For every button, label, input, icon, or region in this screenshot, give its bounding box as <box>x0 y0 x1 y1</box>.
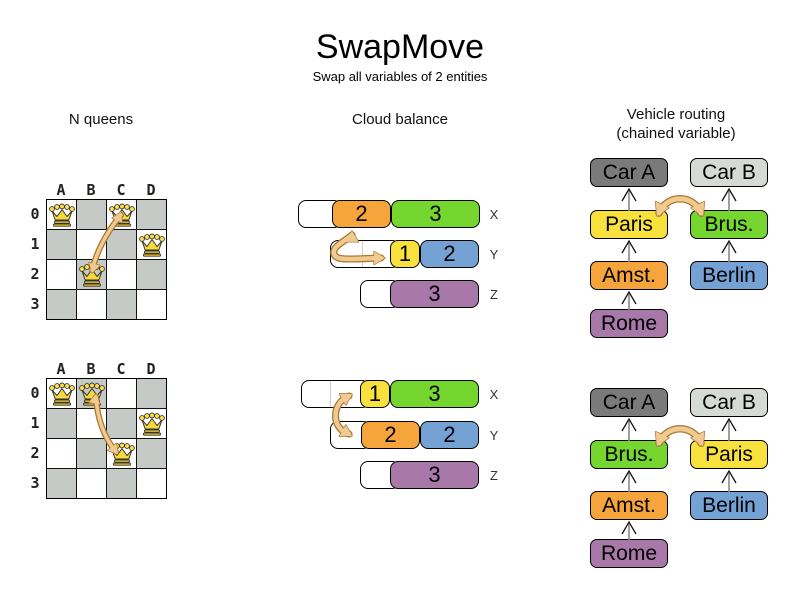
row-label: 3 <box>30 474 40 492</box>
row-label: 2 <box>30 265 40 283</box>
cloud-task-segment: 3 <box>391 200 480 228</box>
board-cell <box>136 199 167 230</box>
column-label: B <box>86 181 96 199</box>
cloud-task-segment: 1 <box>390 240 420 268</box>
column-label: A <box>56 181 66 199</box>
row-label: 0 <box>30 384 40 402</box>
cloud-row-label: Z <box>490 287 498 302</box>
queen-icon <box>48 203 76 232</box>
routing-node: Car B <box>690 158 768 187</box>
vehicle-routing-header-line2: (chained variable) <box>616 125 736 142</box>
row-label: 3 <box>30 295 40 313</box>
queen-icon <box>78 382 106 411</box>
routing-node: Paris <box>590 210 668 239</box>
segment-divider <box>330 381 331 407</box>
routing-node: Brus. <box>690 210 768 239</box>
figure-title: SwapMove <box>315 28 485 66</box>
cloud-balance-header: Cloud balance <box>352 111 448 128</box>
board-cell <box>106 289 137 320</box>
vehicle-routing-header-line1: Vehicle routing <box>626 106 726 123</box>
cloud-row-label: Z <box>490 468 498 483</box>
nqueens-board <box>46 378 167 499</box>
segment-divider <box>362 241 363 267</box>
cloud-row-label: X <box>489 207 499 222</box>
routing-node: Amst. <box>590 261 668 290</box>
queen-icon <box>78 263 106 292</box>
cloud-task-segment: 2 <box>361 421 420 449</box>
routing-node: Brus. <box>590 440 668 469</box>
queen-icon <box>48 382 76 411</box>
row-label: 0 <box>30 205 40 223</box>
vehicle-routing-header: Vehicle routing (chained variable) <box>596 105 756 143</box>
routing-node: Car A <box>590 388 668 417</box>
nqueens-header: N queens <box>68 111 134 128</box>
cloud-task-segment: 1 <box>360 380 390 408</box>
board-cell <box>136 438 167 469</box>
routing-node: Berlin <box>690 491 768 520</box>
routing-node: Rome <box>590 309 668 338</box>
row-label: 1 <box>30 414 40 432</box>
nqueens-board <box>46 199 167 320</box>
column-label: D <box>146 360 156 378</box>
row-label: 1 <box>30 235 40 253</box>
routing-node: Paris <box>690 440 768 469</box>
row-label: 2 <box>30 444 40 462</box>
board-cell <box>136 259 167 290</box>
cloud-task-segment: 2 <box>332 200 391 228</box>
queen-icon <box>138 412 166 441</box>
figure-subtitle: Swap all variables of 2 entities <box>312 69 488 84</box>
routing-node: Rome <box>590 539 668 568</box>
column-label: A <box>56 360 66 378</box>
board-cell <box>136 289 167 320</box>
cloud-task-segment: 3 <box>390 461 479 489</box>
cloud-task-segment: 2 <box>420 240 479 268</box>
routing-node: Car A <box>590 158 668 187</box>
queen-icon <box>108 442 136 471</box>
queen-icon <box>138 233 166 262</box>
cloud-task-segment: 2 <box>420 421 479 449</box>
cloud-task-segment: 3 <box>390 380 479 408</box>
column-label: B <box>86 360 96 378</box>
cloud-row-label: Y <box>489 428 499 443</box>
column-label: C <box>116 181 126 199</box>
cloud-row-label: Y <box>489 247 499 262</box>
cloud-row-label: X <box>489 387 499 402</box>
column-label: D <box>146 181 156 199</box>
cloud-task-segment: 3 <box>390 280 479 308</box>
queen-icon <box>108 203 136 232</box>
routing-node: Amst. <box>590 491 668 520</box>
routing-node: Berlin <box>690 261 768 290</box>
column-label: C <box>116 360 126 378</box>
board-cell <box>46 438 77 469</box>
routing-node: Car B <box>690 388 768 417</box>
